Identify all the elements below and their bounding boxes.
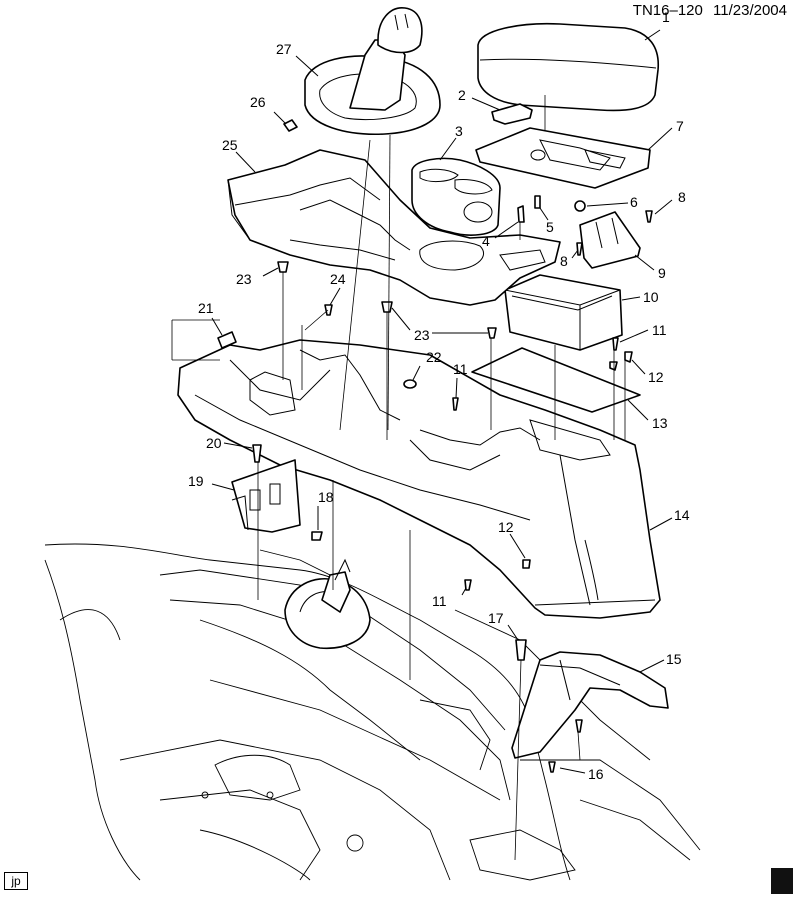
callout-17: 17 [488,610,504,626]
callout-27: 27 [276,41,292,57]
callout-12b: 12 [498,519,514,535]
drawing-id: TN16–120 [632,2,703,19]
callout-14: 14 [674,507,690,523]
part-14-console-lower-body [177,339,661,619]
callout-5: 5 [546,219,554,235]
part-21-retainer [217,331,237,349]
drafter-tag: jp [4,872,28,890]
drawing-header: TN16–120 11/23/2004 [627,2,787,19]
gm-spo-logo [771,868,793,894]
part-15-rear-bracket [511,651,669,759]
callout-23a: 23 [236,271,252,287]
part-25-console-upper-trim [227,149,561,306]
callout-11a: 11 [652,322,667,338]
callout-2: 2 [458,87,466,103]
callout-20: 20 [206,435,222,451]
callout-23b: 23 [414,327,430,343]
callout-22: 22 [426,349,442,365]
part-22-grommet [403,379,417,389]
callout-18: 18 [318,489,334,505]
part-4-screw [517,205,525,223]
part-3-cup-holder [411,157,501,236]
callout-25: 25 [222,137,238,153]
callout-6: 6 [630,194,638,210]
callout-4: 4 [482,233,490,249]
part-23-clip-b [381,301,393,313]
part-24-screw [324,304,333,316]
callout-11b: 11 [453,361,468,377]
part-2-latch [491,103,533,125]
part-27-shift-knob-boot [304,7,441,136]
callout-15: 15 [666,651,682,667]
assembly-lines [171,95,626,861]
part-12-clip-a [624,351,633,363]
part-17-bolt [515,639,527,661]
callout-7: 7 [676,118,684,134]
part-1-armrest-lid [477,22,660,112]
part-18-clip [311,531,323,541]
part-6-nut [574,200,586,212]
part-8-screw-b [576,242,583,256]
part-9-hinge-bracket [579,211,641,269]
part-20-bolt [252,444,262,463]
callout-8b: 8 [560,253,568,269]
callout-8a: 8 [678,189,686,205]
part-16-screw-a [575,719,583,733]
part-7-armrest-base [475,127,651,189]
part-11-screw-a [612,337,619,351]
part-26-pin [283,119,298,132]
callout-24: 24 [330,271,346,287]
part-11-screw-c [464,579,472,591]
drawing-date: 11/23/2004 [713,2,787,19]
part-16-screw-b [548,761,556,773]
callout-10: 10 [643,289,659,305]
part-5-screw [534,195,541,209]
part-12-clip-b [609,361,618,371]
callout-11c: 11 [432,593,447,609]
part-10-storage-bin [504,274,623,351]
callout-19: 19 [188,473,204,489]
part-12-clip-c [522,559,531,569]
callout-1: 1 [662,9,670,25]
leader-lines [211,29,673,774]
part-8-screw-a [645,210,653,223]
callout-21: 21 [198,300,214,316]
callout-16: 16 [588,766,604,782]
callout-12a: 12 [648,369,664,385]
callout-labels: 1 2 3 4 5 6 7 8 8 9 10 11 11 11 12 12 13… [188,9,690,782]
part-23-clip-a [277,261,289,273]
part-19-front-bracket [231,459,301,533]
part-13-storage-mat [471,347,641,413]
callout-13: 13 [652,415,668,431]
callout-26: 26 [250,94,266,110]
part-23-clip-c [487,327,497,339]
callout-3: 3 [455,123,463,139]
callout-9: 9 [658,265,666,281]
